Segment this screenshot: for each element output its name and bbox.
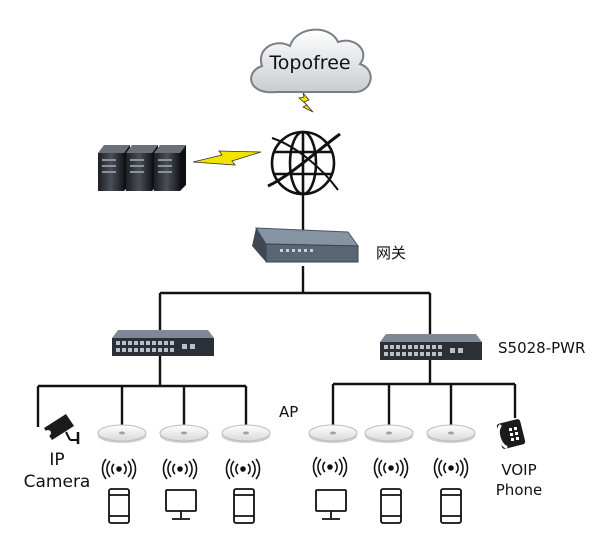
cloud-icon [250, 28, 372, 94]
voip-label-line-2: Phone [495, 481, 543, 499]
gateway-router-icon [252, 227, 359, 263]
wifi-signal-icon [373, 457, 409, 479]
wifi-signal-icon [225, 458, 261, 480]
smartphone-icon [440, 488, 462, 524]
connection-lines [36, 195, 517, 427]
network-switch-icon [380, 334, 482, 360]
access-point-icon [97, 424, 147, 443]
smartphone-icon [380, 488, 402, 524]
voip-label: VOIP Phone [484, 460, 554, 500]
lightning-link-cloud [298, 92, 314, 113]
cloud-label: Topofree [269, 52, 351, 74]
switch-label: S5028-PWR [498, 339, 586, 357]
gateway-label: 网关 [376, 244, 407, 262]
access-point-label: AP [279, 403, 299, 421]
smartphone-icon [108, 488, 130, 524]
network-switch-icon [112, 330, 214, 356]
smartphone-icon [233, 488, 255, 524]
wifi-signal-icon [312, 456, 348, 478]
globe-icon [267, 130, 341, 196]
voip-phone-icon [496, 419, 526, 449]
desktop-monitor-icon [165, 489, 197, 520]
wifi-signal-icon [101, 458, 137, 480]
voip-label-line-1: VOIP [501, 461, 537, 479]
camera-label-line-2: Camera [23, 472, 91, 492]
access-point-icon [159, 424, 209, 443]
access-point-icon [308, 424, 358, 443]
lightning-link-servers [192, 150, 262, 166]
access-point-icon [364, 424, 414, 443]
desktop-monitor-icon [315, 489, 347, 520]
access-point-icon [426, 424, 476, 443]
access-point-icon [221, 424, 271, 443]
wifi-signal-icon [162, 458, 198, 480]
camera-label: IP Camera [2, 449, 112, 493]
server-rack-icon [98, 145, 186, 191]
wifi-signal-icon [433, 457, 469, 479]
ip-camera-icon [44, 414, 80, 444]
camera-label-line-1: IP [49, 450, 65, 470]
